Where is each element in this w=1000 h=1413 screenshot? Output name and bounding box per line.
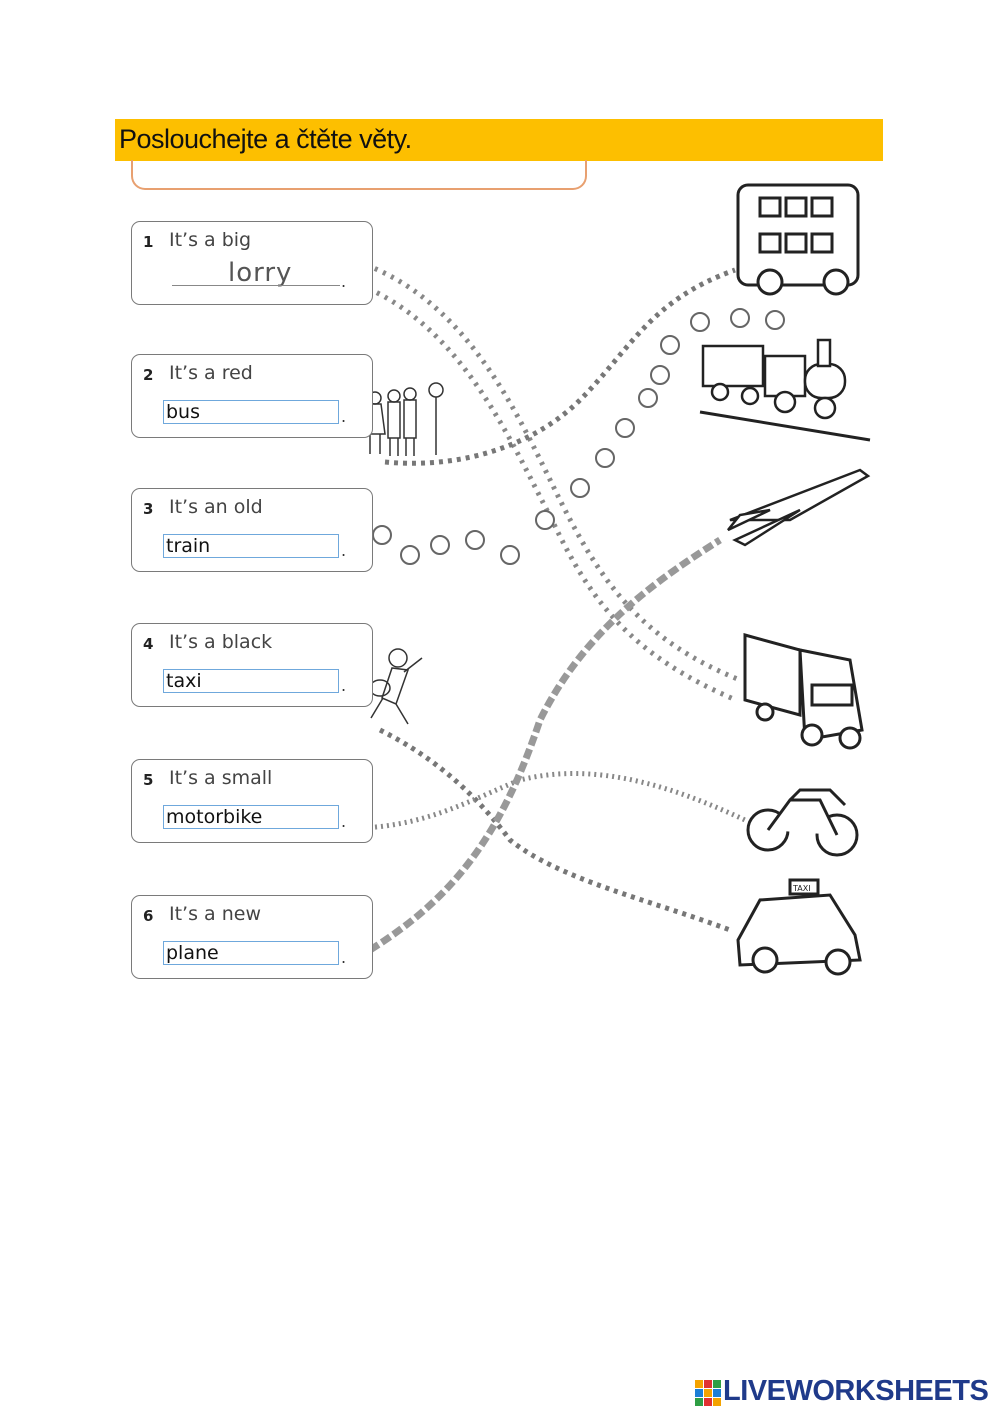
item-number: 1 — [143, 233, 154, 251]
item-number: 6 — [143, 907, 154, 925]
answer-input-4[interactable]: taxi — [163, 669, 339, 693]
jet-plane-icon — [727, 468, 871, 547]
sentence-prompt: It’s a red — [169, 362, 253, 384]
answer-underline — [172, 285, 340, 286]
brand-name: LIVEWORKSHEETS — [723, 1375, 989, 1407]
item-number: 3 — [143, 500, 154, 518]
example-answer: lorry — [172, 258, 340, 290]
motorbike-icon — [746, 788, 859, 857]
instruction-title: Poslouchejte a čtěte věty. — [119, 124, 412, 154]
sentence-card-6: 6 It’s a new plane . — [131, 895, 373, 979]
sentence-card-3: 3 It’s an old train . — [131, 488, 373, 572]
example-answer-text: lorry — [228, 258, 293, 288]
item-number: 4 — [143, 635, 154, 653]
walking-man-icon — [369, 648, 423, 725]
sentence-card-2: 2 It’s a red bus . — [131, 354, 373, 438]
item-number: 5 — [143, 771, 154, 789]
period: . — [341, 676, 347, 695]
taxi-sign-text: TAXI — [792, 884, 811, 893]
answer-input-5[interactable]: motorbike — [163, 805, 339, 829]
trail-bus — [384, 267, 736, 466]
period: . — [341, 272, 347, 291]
period: . — [341, 541, 347, 560]
sentence-prompt: It’s a big — [169, 229, 252, 251]
answer-input-3[interactable]: train — [163, 534, 339, 558]
period: . — [341, 407, 347, 426]
sentence-card-4: 4 It’s a black taxi . — [131, 623, 373, 707]
trail-motorbike — [344, 771, 747, 831]
lorry-icon — [743, 633, 864, 750]
period: . — [341, 948, 347, 967]
answer-input-6[interactable]: plane — [163, 941, 339, 965]
trail-lorry — [357, 259, 741, 683]
sentence-prompt: It’s a small — [169, 767, 273, 789]
taxi-icon — [736, 878, 862, 976]
sentence-card-5: 5 It’s a small motorbike . — [131, 759, 373, 843]
sentence-prompt: It’s an old — [169, 496, 263, 518]
liveworksheets-mark-icon — [695, 1380, 721, 1406]
answer-input-2[interactable]: bus — [163, 400, 339, 424]
instruction-banner: Poslouchejte a čtěte věty. — [115, 119, 883, 161]
period: . — [341, 812, 347, 831]
double-decker-bus-icon — [736, 183, 860, 296]
item-number: 2 — [143, 366, 154, 384]
sentence-prompt: It’s a black — [169, 631, 273, 653]
sentence-prompt: It’s a new — [169, 903, 261, 925]
people-bus-stop-icon — [364, 382, 444, 456]
trail-train — [372, 308, 785, 565]
decorative-frame-edge — [131, 160, 587, 190]
steam-train-icon — [699, 338, 871, 442]
sentence-card-1: 1 It’s a big lorry . — [131, 221, 373, 305]
trail-taxi — [378, 727, 731, 933]
trail-plane — [368, 537, 722, 953]
